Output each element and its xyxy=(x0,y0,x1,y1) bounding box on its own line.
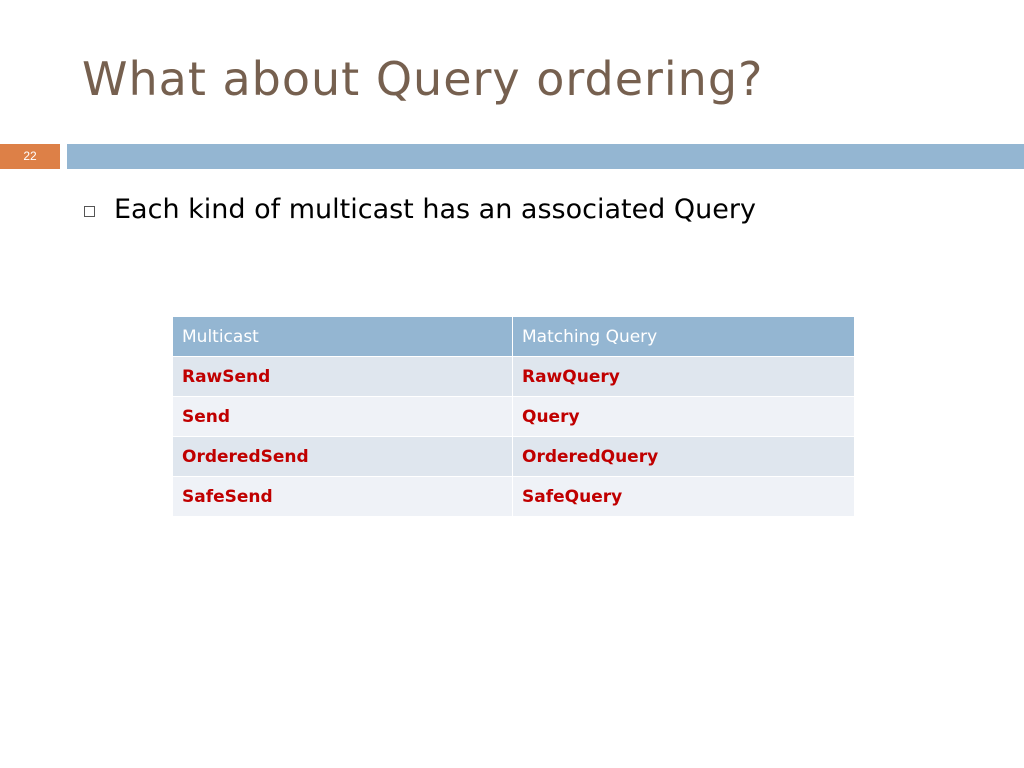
multicast-query-table: Multicast Matching Query RawSend RawQuer… xyxy=(172,316,855,517)
table-cell-multicast: SafeSend xyxy=(172,476,513,517)
bullet-item: Each kind of multicast has an associated… xyxy=(84,194,756,225)
table-row: OrderedSend OrderedQuery xyxy=(172,436,855,477)
table-cell-multicast: OrderedSend xyxy=(172,436,513,477)
table-cell-query: RawQuery xyxy=(512,356,855,397)
table-cell-multicast: RawSend xyxy=(172,356,513,397)
table-row: SafeSend SafeQuery xyxy=(172,476,855,517)
table-header-row: Multicast Matching Query xyxy=(172,316,855,357)
header-matching-query: Matching Query xyxy=(512,316,855,357)
table-cell-query: OrderedQuery xyxy=(512,436,855,477)
header-multicast: Multicast xyxy=(172,316,513,357)
table-cell-query: Query xyxy=(512,396,855,437)
slide-number: 22 xyxy=(0,144,60,169)
table-cell-query: SafeQuery xyxy=(512,476,855,517)
square-bullet-icon xyxy=(84,205,95,217)
slide-title: What about Query ordering? xyxy=(82,52,764,106)
table-row: RawSend RawQuery xyxy=(172,356,855,397)
table-cell-multicast: Send xyxy=(172,396,513,437)
bullet-text: Each kind of multicast has an associated… xyxy=(114,194,756,225)
table-row: Send Query xyxy=(172,396,855,437)
title-divider-band xyxy=(67,144,1024,169)
